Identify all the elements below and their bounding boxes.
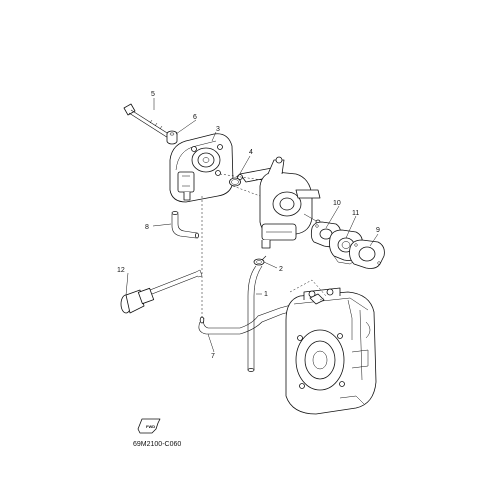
callout-9: 9 (376, 227, 380, 234)
callout-8: 8 (145, 224, 149, 231)
part-3-fuel-pump[interactable] (169, 133, 234, 203)
callout-3: 3 (216, 126, 220, 133)
fwd-label: FWD (146, 424, 155, 429)
callout-5: 5 (151, 91, 155, 98)
leader-lines (125, 98, 379, 353)
fwd-arrow-icon: FWD (137, 418, 161, 434)
part-1-fuel-hose[interactable] (247, 265, 263, 372)
part-8-hose[interactable] (171, 211, 199, 239)
carburetor[interactable] (237, 156, 321, 249)
drawing-code: 69M2100-C060 (133, 441, 181, 448)
callout-11: 11 (352, 210, 359, 217)
callout-7: 7 (211, 353, 215, 360)
callout-10: 10 (333, 200, 341, 207)
callout-12: 12 (117, 267, 125, 274)
part-9-gasket[interactable] (349, 239, 385, 269)
callout-6: 6 (193, 114, 197, 121)
callouts: 5 6 3 4 8 10 11 9 2 12 1 7 (117, 91, 380, 360)
part-4-o-ring[interactable] (229, 177, 241, 187)
callout-2: 2 (279, 266, 283, 273)
callout-4: 4 (249, 149, 253, 156)
cylinder-block[interactable] (285, 287, 377, 415)
part-5-bolt[interactable] (123, 103, 176, 142)
part-12-choke-knob[interactable] (120, 269, 203, 314)
part-2-clip[interactable] (253, 255, 267, 266)
part-6-collar[interactable] (166, 130, 178, 145)
callout-1: 1 (264, 291, 268, 298)
